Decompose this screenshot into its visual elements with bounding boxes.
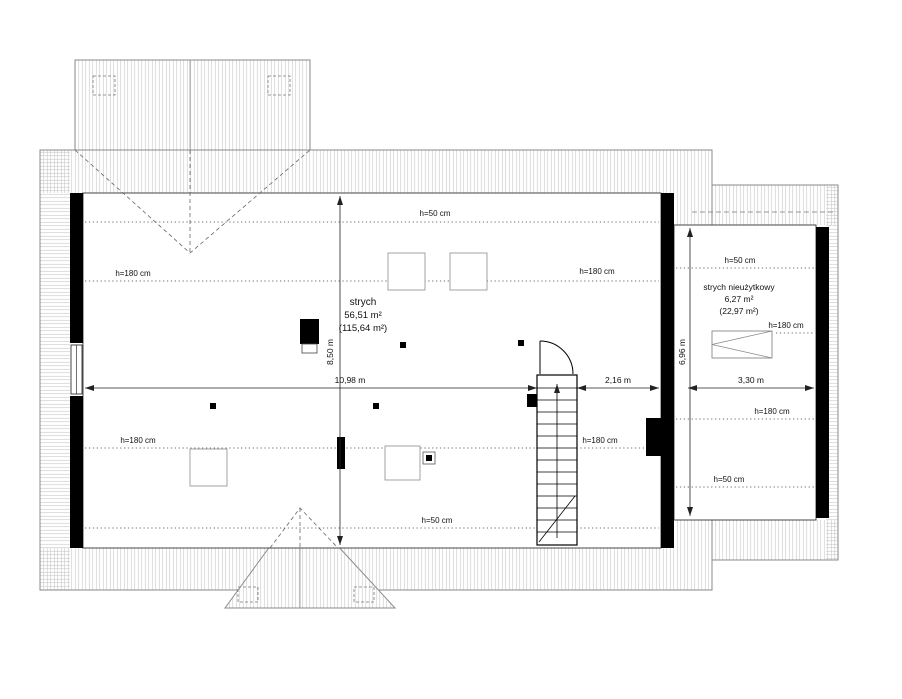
height-label-h180-left-bottom: h=180 cm [120,436,156,445]
height-label-h50-bottom: h=50 cm [422,516,453,525]
duct-symbol [422,451,436,465]
gable-walls [70,193,829,548]
wall-right-chimney [646,418,674,456]
door-arc [539,340,574,375]
roof-overhang-hatching [40,150,838,590]
dim-stair-bay-width: 2,16 m [605,375,631,385]
room-main-area-gross: (115,64 m²) [339,323,387,334]
roof-windows [189,252,488,487]
height-label-h50-side-top: h=50 cm [725,256,756,265]
dim-main-width: 10,98 m [335,375,366,385]
height-label-h50-side-bottom: h=50 cm [714,475,745,484]
stair-wall-stub [527,394,537,407]
wall-side-right [816,227,829,518]
dormer-top-rooflight-left [92,75,116,96]
skylight-symbol [711,330,773,359]
structural-posts [210,340,524,409]
dormer-bottom-rooflight-left [237,586,259,603]
dimension-lines [85,196,814,545]
room-side-area-gross: (22,97 m²) [719,306,758,316]
dormer-bottom [224,504,397,609]
attic-side-floor [673,224,817,521]
room-main-area-net: 56,51 m² [344,310,382,321]
wall-left-upper [70,193,83,343]
dormer-top-rooflight-right [267,75,291,96]
gable-window [70,344,83,395]
door-swing [539,340,574,375]
staircase [527,374,578,546]
room-side-name: strych nieużytkowy [703,282,775,292]
height-label-h180-left-top: h=180 cm [115,269,151,278]
height-label-h180-side-lower: h=180 cm [754,407,790,416]
dim-main-depth: 8,50 m [325,339,335,365]
dormer-top [74,59,311,151]
height-contour-lines [85,221,814,529]
room-side-area-net: 6,27 m² [725,294,754,304]
dim-side-depth: 6,96 m [677,339,687,365]
side-roof-outline [712,184,839,561]
height-label-h50-top: h=50 cm [420,209,451,218]
room-main-name: strych [350,297,377,308]
height-label-h180-side-mid: h=180 cm [768,321,804,330]
wall-right-main [661,193,674,548]
dormer-hidden-edges [74,149,339,549]
dormer-bottom-rooflight-right [353,586,375,603]
wall-left-lower [70,396,83,548]
dim-side-width: 3,30 m [738,375,764,385]
height-label-h180-right-top: h=180 cm [579,267,615,276]
height-label-h180-stair-bottom: h=180 cm [582,436,618,445]
